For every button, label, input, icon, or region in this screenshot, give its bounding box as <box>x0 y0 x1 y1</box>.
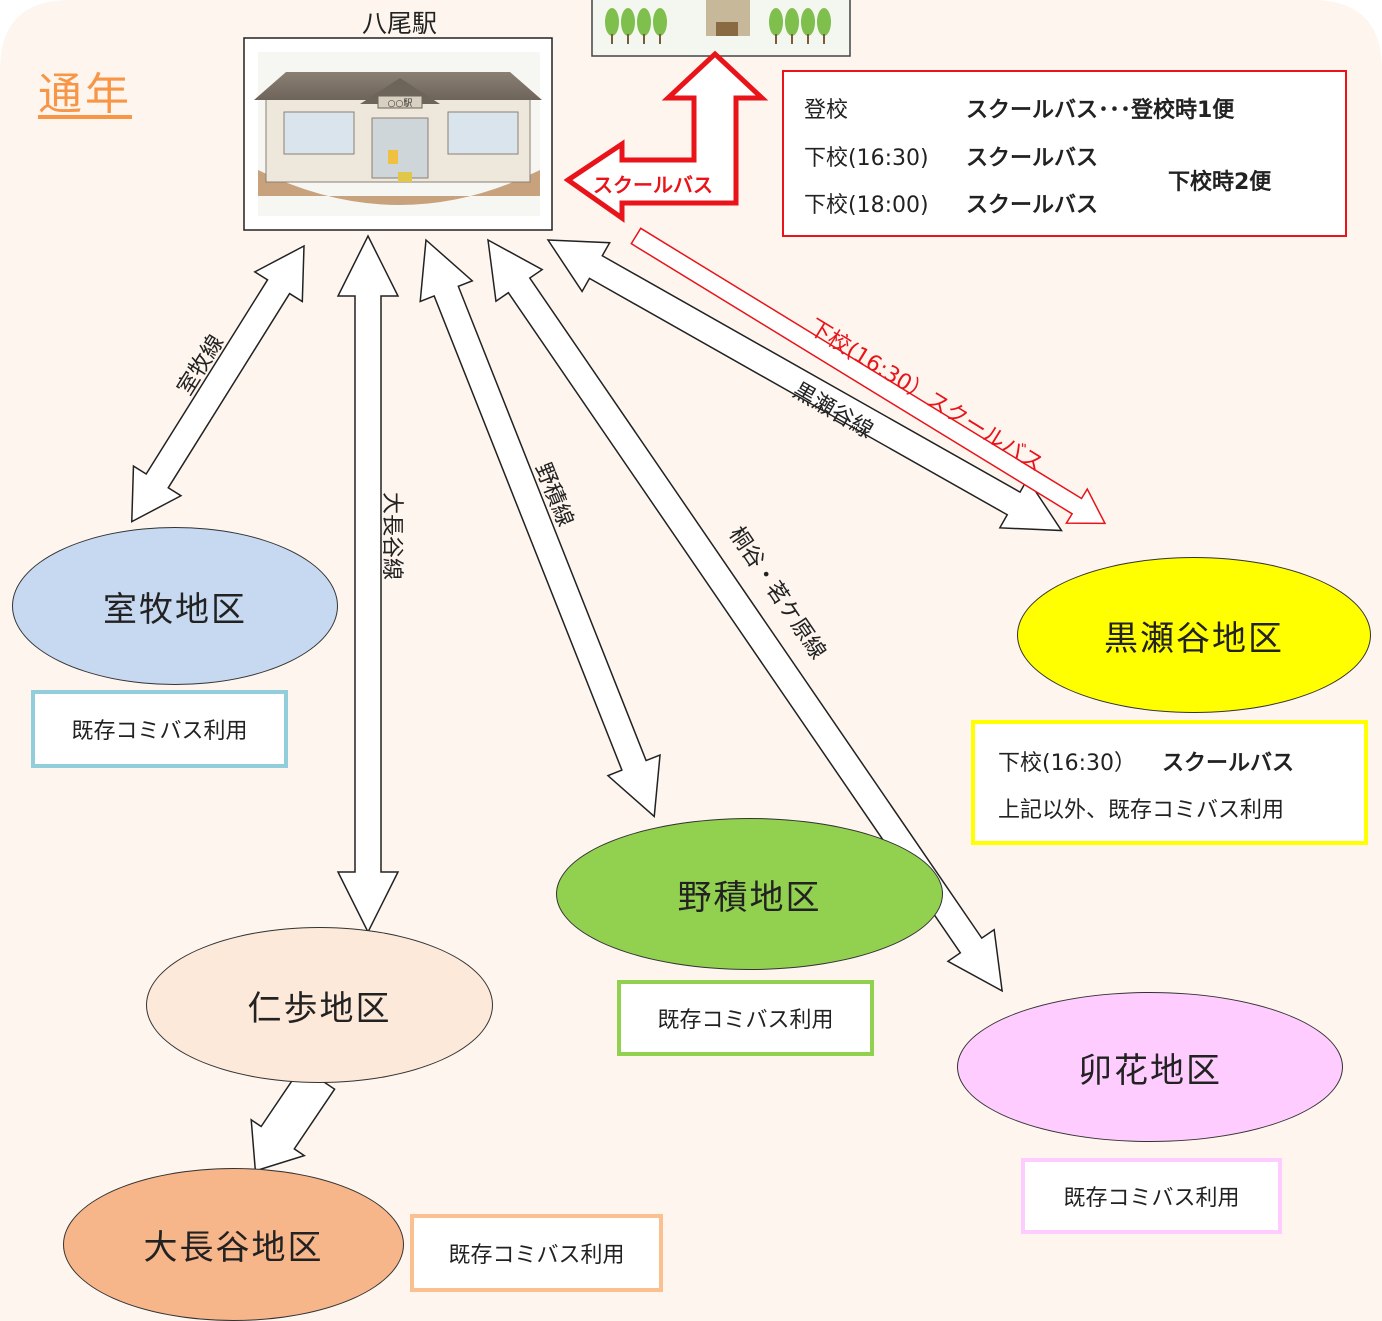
station-label: 八尾駅 <box>362 9 438 38</box>
nozumi-route-arrow <box>419 238 661 818</box>
note-oonagatani: 既存コミバス利用 <box>410 1214 663 1292</box>
district-kurosedani: 黒瀬谷地区 <box>1017 557 1371 713</box>
season-title: 通年 <box>38 69 132 120</box>
kiridani-route-arrow <box>487 238 1004 993</box>
school-bus-arrow <box>563 50 769 223</box>
school-bus-arrow-label: スクールバス <box>593 173 713 197</box>
muromaki-route-arrow <box>130 244 305 523</box>
district-niho: 仁歩地区 <box>146 927 493 1083</box>
schedule-row-1-value: スクールバス･･･登校時1便 <box>966 98 1235 123</box>
schedule-row-2-label: 下校(16:30) <box>804 146 929 171</box>
note-kurosedani-line1-value: スクールバス <box>1162 751 1295 776</box>
schedule-bracket-note: 下校時2便 <box>1168 170 1272 195</box>
school-building-icon <box>591 0 851 57</box>
note-kurosedani-line2: 上記以外、既存コミバス利用 <box>998 798 1285 823</box>
svg-text:○○駅: ○○駅 <box>388 98 413 109</box>
note-kurosedani-line1-label: 下校(16:30） <box>998 751 1136 776</box>
district-nozumi: 野積地区 <box>556 818 943 970</box>
district-muromaki: 室牧地区 <box>12 527 338 685</box>
station-icon: ○○駅 <box>243 37 553 231</box>
schedule-row-2-value: スクールバス <box>966 146 1099 171</box>
schedule-row-1-label: 登校 <box>804 98 849 123</box>
note-muromaki: 既存コミバス利用 <box>31 690 288 768</box>
note-nozumi: 既存コミバス利用 <box>617 980 874 1056</box>
schedule-box <box>782 70 1347 237</box>
note-kurosedani <box>971 720 1368 845</box>
school-bus-kurosedani-arrow <box>630 227 1107 525</box>
schedule-row-3-label: 下校(18:00) <box>804 193 929 218</box>
schedule-row-3-value: スクールバス <box>966 193 1099 218</box>
district-uneme: 卯花地区 <box>957 992 1343 1142</box>
route-label-oonagatani: 大長谷線 <box>379 491 405 581</box>
district-oonagatani: 大長谷地区 <box>63 1168 404 1321</box>
note-uneme: 既存コミバス利用 <box>1021 1158 1282 1234</box>
kurosedani-route-arrow <box>546 239 1063 532</box>
